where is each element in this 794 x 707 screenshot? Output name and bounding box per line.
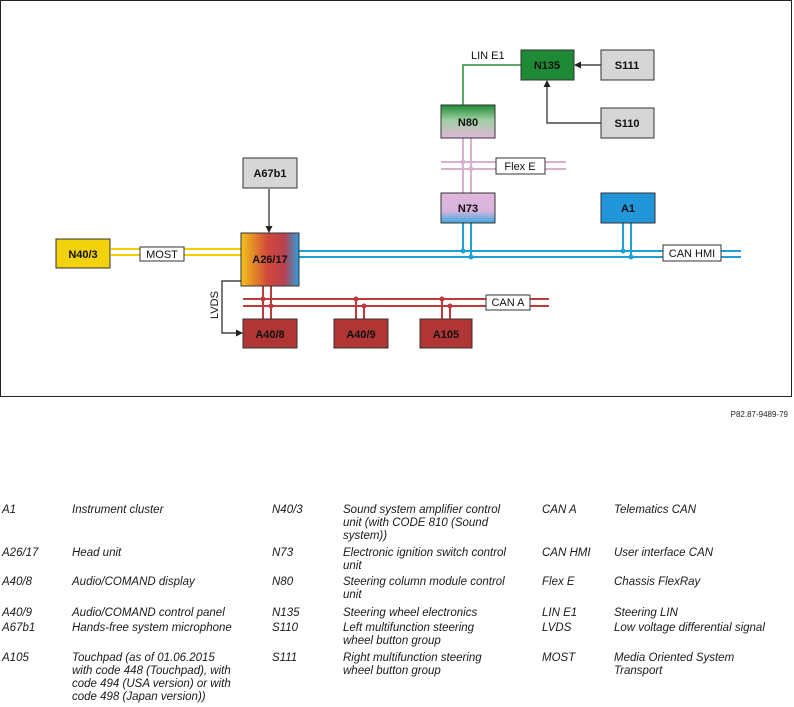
node-s110: S110 (600, 107, 655, 139)
svg-text:A105: A105 (433, 329, 459, 341)
node-n73: N73 (440, 192, 496, 224)
legend-description: Steering column module control unit (343, 576, 505, 601)
legend-code: Flex E (542, 576, 575, 588)
legend-code: S110 (272, 622, 299, 634)
network-diagram: MOST CAN HMI CAN A (55, 49, 741, 349)
node-a1: A1 (600, 192, 656, 224)
legend-description: Sound system amplifier control unit (wit… (343, 504, 501, 542)
legend-code: MOST (542, 652, 576, 664)
flex-e-tag: Flex E (495, 157, 546, 175)
legend-description: Electronic ignition switch control unit (343, 547, 506, 572)
lin-e1-label: LIN E1 (471, 50, 505, 62)
svg-text:A40/8: A40/8 (255, 329, 284, 341)
legend-code: A40/9 (2, 607, 33, 619)
legend-code: N73 (272, 547, 294, 559)
node-n80: N80 (440, 104, 496, 139)
legend-description: Chassis FlexRay (614, 576, 701, 588)
legend-code: CAN HMI (542, 547, 591, 559)
node-a40-9: A40/9 (333, 318, 389, 349)
can-hmi-tag: CAN HMI (662, 244, 722, 262)
svg-text:CAN A: CAN A (491, 297, 525, 309)
legend-code: A26/17 (2, 547, 39, 559)
a67b1-arrow (265, 189, 273, 233)
legend-description: Telematics CAN (614, 504, 697, 516)
node-s111: S111 (600, 49, 655, 81)
legend-description: Hands-free system microphone (72, 622, 232, 634)
node-n135: N135 (520, 49, 575, 81)
figure-id: P82.87-9489-79 (730, 410, 788, 419)
svg-text:A67b1: A67b1 (253, 168, 286, 180)
svg-text:N73: N73 (458, 203, 478, 215)
svg-text:N80: N80 (458, 117, 478, 129)
legend-description: Steering LIN (614, 607, 678, 619)
legend-code: S111 (272, 652, 298, 664)
can-a-tag: CAN A (485, 294, 531, 311)
legend-description: Low voltage differential signal (614, 622, 765, 634)
legend-description: User interface CAN (614, 547, 714, 559)
legend-description: Left multifunction steering wheel button… (343, 622, 475, 647)
legend-code: LVDS (542, 622, 572, 634)
legend-code: A1 (2, 504, 17, 516)
legend-description: Audio/COMAND control panel (72, 607, 225, 619)
svg-text:CAN HMI: CAN HMI (669, 248, 715, 260)
s111-arrow (574, 61, 601, 69)
legend-code: CAN A (542, 504, 577, 516)
svg-text:A26/17: A26/17 (252, 254, 287, 266)
svg-text:Flex E: Flex E (504, 161, 535, 173)
legend-description: Media Oriented System Transport (614, 652, 735, 677)
lvds-label: LVDS (209, 291, 221, 319)
svg-text:S110: S110 (614, 118, 639, 130)
svg-text:A40/9: A40/9 (346, 329, 375, 341)
legend-code: A67b1 (2, 622, 36, 634)
legend-description: Audio/COMAND display (72, 576, 195, 588)
node-a26-17: A26/17 (240, 232, 300, 287)
diagram-frame: MOST CAN HMI CAN A (0, 0, 792, 397)
lvds-line (221, 280, 243, 337)
legend-code: A105 (2, 652, 29, 664)
legend-description: Steering wheel electronics (343, 607, 478, 619)
svg-text:N40/3: N40/3 (68, 249, 97, 261)
svg-text:S111: S111 (615, 60, 639, 72)
legend-code: N135 (272, 607, 300, 619)
legend-description: Touchpad (as of 01.06.2015 with code 448… (72, 652, 231, 703)
legend-description: Right multifunction steering wheel butto… (343, 652, 482, 677)
s110-arrow (543, 80, 601, 124)
lin-e1-line (462, 64, 521, 105)
node-a67b1: A67b1 (242, 157, 298, 189)
svg-text:A1: A1 (621, 203, 635, 215)
node-a40-8: A40/8 (242, 318, 298, 349)
legend-code: N40/3 (272, 504, 303, 516)
legend-code: A40/8 (2, 576, 33, 588)
node-a105: A105 (419, 318, 473, 349)
legend-code: N80 (272, 576, 294, 588)
svg-text:MOST: MOST (146, 249, 178, 261)
legend-code: LIN E1 (542, 607, 578, 619)
legend-description: Head unit (72, 547, 122, 559)
svg-text:N135: N135 (534, 60, 560, 72)
legend-description: Instrument cluster (72, 504, 164, 516)
most-tag: MOST (139, 246, 185, 262)
node-n40-3: N40/3 (55, 238, 111, 269)
